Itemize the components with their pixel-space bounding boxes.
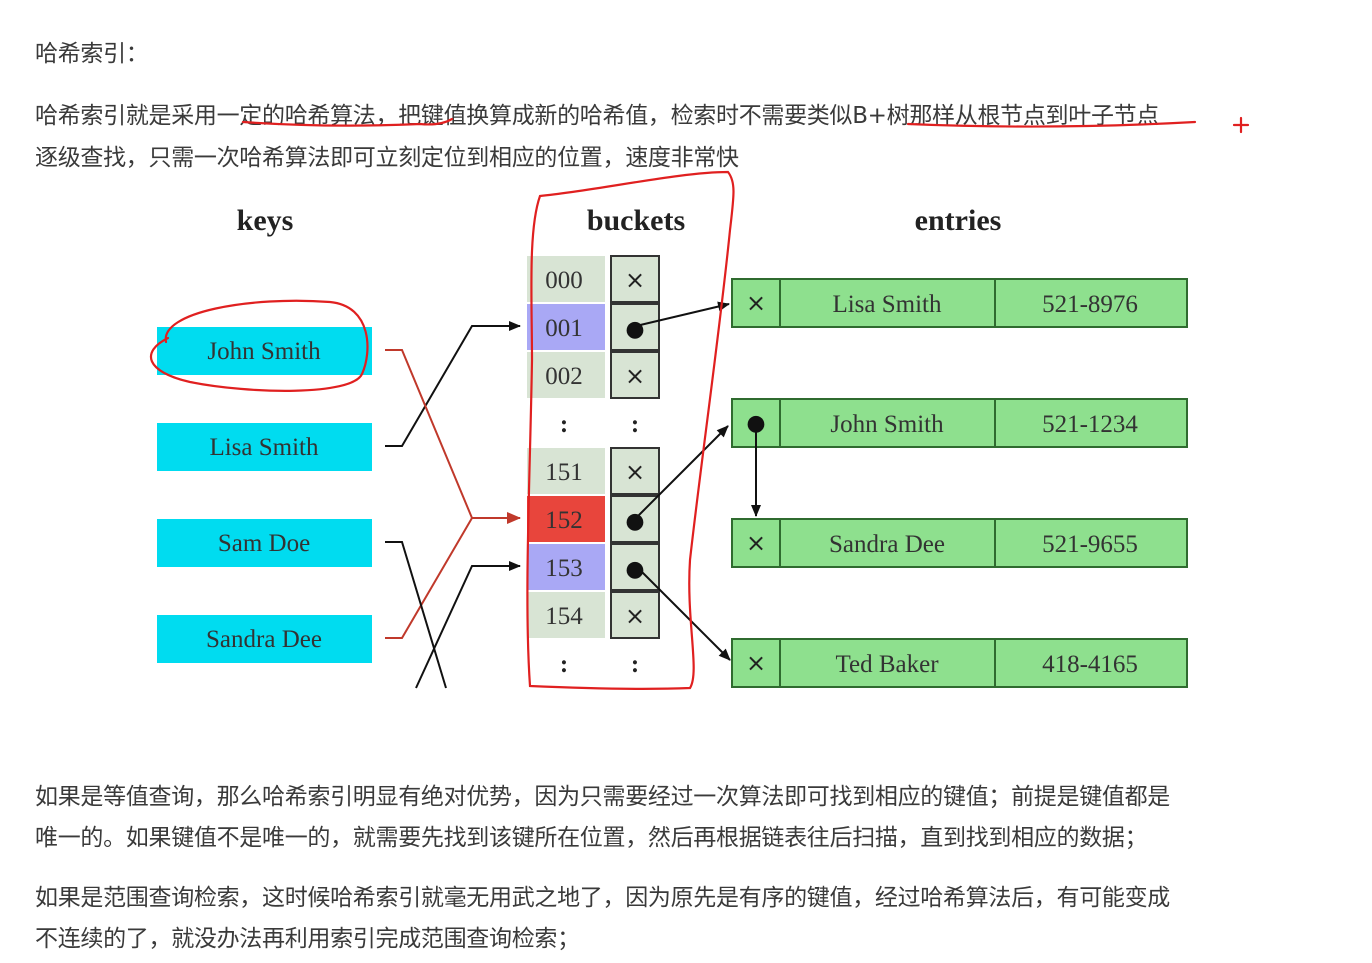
keys-header: keys — [237, 204, 294, 237]
bucket-002 — [527, 352, 605, 398]
hash-arrows — [385, 321, 521, 689]
null-pointer-icon: × — [625, 266, 645, 294]
null-pointer-icon: × — [625, 362, 645, 390]
key-label: Sandra Dee — [206, 626, 322, 653]
bucket-index: 154 — [545, 603, 583, 630]
key-lisa-smith: Lisa Smith — [157, 423, 372, 471]
entry-phone: 521-9655 — [1042, 531, 1138, 558]
arrow-152-to-john — [635, 425, 729, 519]
bucket-index: 151 — [545, 459, 583, 486]
bucket-index: 000 — [545, 267, 583, 294]
bucket-index: 001 — [545, 315, 583, 342]
entry-john-smith: ● John Smith 521-1234 — [731, 398, 1188, 448]
arrow-to-153 — [415, 561, 521, 689]
paragraph-2-line-1: 如果是等值查询，那么哈希索引明显有绝对优势，因为只需要经过一次算法即可找到相应的… — [35, 784, 1171, 810]
arrow-153-to-ted — [635, 565, 731, 661]
paragraph-1-line-2: 逐级查找，只需一次哈希算法即可立刻定位到相应的位置，速度非常快 — [35, 145, 739, 171]
paragraph-3-line-1: 如果是范围查询检索，这时候哈希索引就毫无用武之地了，因为原先是有序的键值，经过哈… — [35, 885, 1171, 911]
entry-sandra-dee: × Sandra Dee 521-9655 — [731, 518, 1188, 568]
null-pointer-icon: × — [625, 602, 645, 630]
bucket-index: 153 — [545, 555, 583, 582]
bucket-index: 002 — [545, 363, 583, 390]
chain-arrows — [635, 301, 761, 661]
pointer-dot-icon: ● — [625, 557, 644, 582]
key-label: Lisa Smith — [209, 434, 319, 461]
bucket-153 — [527, 544, 605, 590]
bucket-index: 152 — [545, 507, 583, 534]
arrow-john-to-152 — [385, 349, 521, 524]
bucket-ellipsis: : — [560, 411, 568, 438]
key-label: John Smith — [207, 338, 321, 365]
bucket-001 — [527, 304, 605, 350]
bucket-152 — [527, 496, 605, 542]
bucket-ellipsis: : — [631, 411, 639, 438]
plus-mark — [1232, 116, 1250, 134]
entry-lisa-smith: × Lisa Smith 521-8976 — [731, 278, 1188, 328]
entry-name: Sandra Dee — [829, 531, 945, 558]
entry-name: Ted Baker — [835, 651, 939, 678]
key-sam-doe: Sam Doe — [157, 519, 372, 567]
arrow-lisa-to-001 — [385, 321, 521, 447]
entry-phone: 521-8976 — [1042, 291, 1138, 318]
section-heading: 哈希索引： — [35, 41, 149, 67]
bucket-ellipsis: : — [631, 651, 639, 678]
circle-john-smith — [149, 299, 369, 392]
key-label: Sam Doe — [218, 530, 310, 557]
underline-b-tree — [906, 120, 1197, 128]
bucket-154 — [527, 592, 605, 638]
paragraph-3-line-2: 不连续的了，就没办法再利用索引完成范围查询检索； — [35, 926, 580, 952]
entry-phone: 418-4165 — [1042, 651, 1138, 678]
arrow-sam-down — [385, 541, 447, 689]
red-annotations — [149, 116, 1250, 690]
paragraph-2-line-2: 唯一的。如果键值不是唯一的，就需要先找到该键所在位置，然后再根据链表往后扫描，直… — [35, 825, 1148, 851]
bucket-column: 000 001 002 : 151 152 153 154 : × ● × : … — [527, 255, 660, 678]
key-john-smith: John Smith — [157, 327, 372, 375]
key-sandra-dee: Sandra Dee — [157, 615, 372, 663]
null-pointer-icon: × — [746, 289, 766, 317]
paragraph-1-line-1: 哈希索引就是采用一定的哈希算法，把键值换算成新的哈希值，检索时不需要类似B+树那… — [35, 103, 1160, 129]
entry-name: Lisa Smith — [832, 291, 942, 318]
entry-ted-baker: × Ted Baker 418-4165 — [731, 638, 1188, 688]
entries-header: entries — [915, 204, 1002, 237]
circle-buckets — [526, 170, 735, 690]
arrow-sandra-to-152 — [385, 517, 473, 639]
bucket-ellipsis: : — [560, 651, 568, 678]
null-pointer-icon: × — [746, 649, 766, 677]
entry-name: John Smith — [830, 411, 944, 438]
buckets-header: buckets — [587, 204, 685, 237]
bucket-000 — [527, 256, 605, 302]
pointer-dot-icon: ● — [625, 317, 644, 342]
entry-phone: 521-1234 — [1042, 411, 1138, 438]
null-pointer-icon: × — [746, 529, 766, 557]
bucket-151 — [527, 448, 605, 494]
arrow-001-to-lisa — [635, 301, 730, 327]
null-pointer-icon: × — [625, 458, 645, 486]
underline-hash-algorithm — [241, 117, 454, 127]
